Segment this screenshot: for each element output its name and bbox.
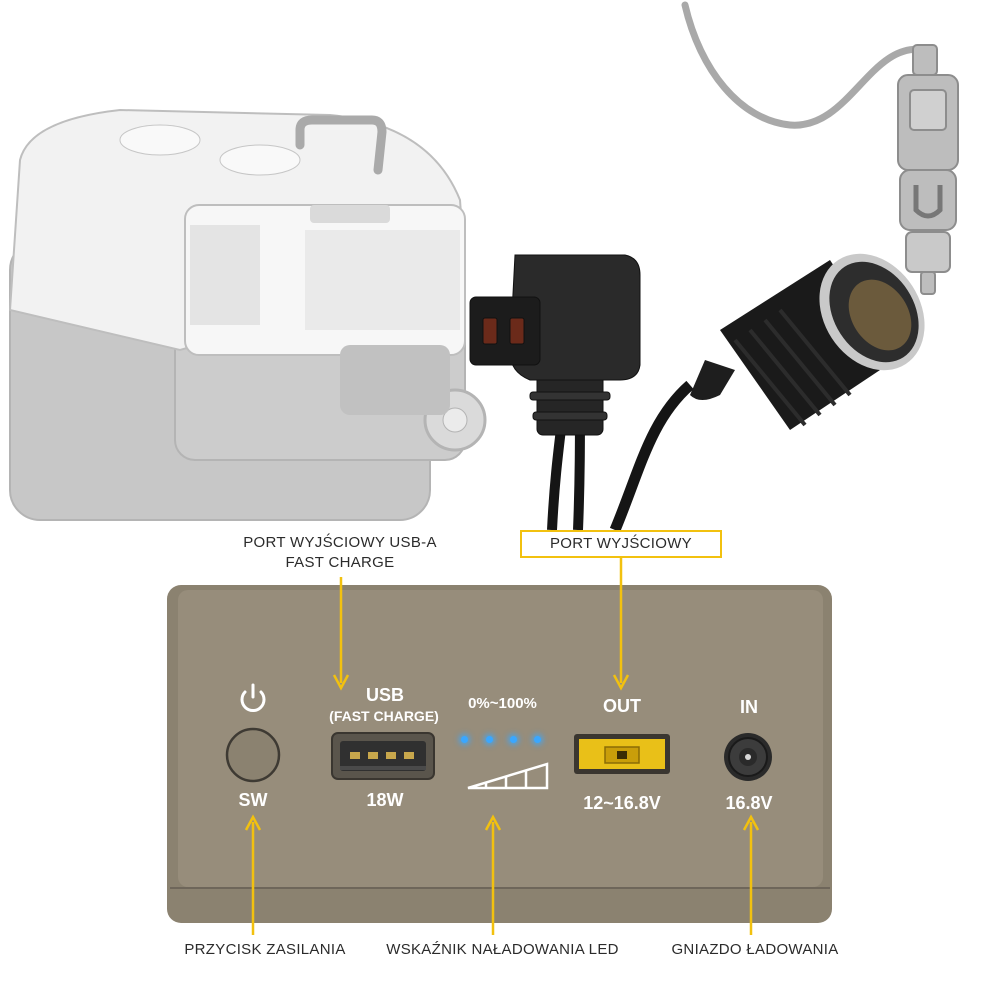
power-icon bbox=[240, 683, 266, 712]
battery-led-1 bbox=[461, 736, 468, 743]
callout-usb-port: PORT WYJŚCIOWY USB-A FAST CHARGE bbox=[243, 534, 437, 571]
battery-led-2 bbox=[486, 736, 493, 743]
in-title: IN bbox=[740, 697, 758, 717]
out-voltage: 12~16.8V bbox=[583, 793, 661, 813]
leader-lines bbox=[244, 555, 760, 935]
power-button bbox=[225, 727, 281, 783]
dc-plug-cable bbox=[469, 254, 641, 531]
battery-led-4 bbox=[534, 736, 541, 743]
out-title: OUT bbox=[603, 696, 641, 716]
power-bank-panel bbox=[167, 585, 832, 923]
in-voltage: 16.8V bbox=[725, 793, 773, 813]
car-socket-adapter bbox=[609, 253, 925, 533]
sw-label: SW bbox=[238, 790, 268, 810]
battery-led-3 bbox=[510, 736, 517, 743]
car-plug-icon bbox=[897, 44, 959, 295]
battery-range: 0%~100% bbox=[468, 695, 537, 712]
usb-power: 18W bbox=[366, 790, 404, 810]
callout-power-button: PRZYCISK ZASILANIA bbox=[184, 941, 346, 958]
callout-led-indicator: WSKAŹNIK NAŁADOWANIA LED bbox=[386, 941, 619, 958]
callout-output-port: PORT WYJŚCIOWY bbox=[520, 530, 722, 558]
usb-subtitle: (FAST CHARGE) bbox=[329, 708, 439, 724]
charge-level-ramp-icon bbox=[467, 762, 549, 790]
cooler-illustration bbox=[8, 108, 487, 521]
car-plug-cable bbox=[681, 1, 929, 129]
usb-title: USB bbox=[365, 685, 404, 705]
callout-charging-socket: GNIAZDO ŁADOWANIA bbox=[671, 941, 839, 958]
